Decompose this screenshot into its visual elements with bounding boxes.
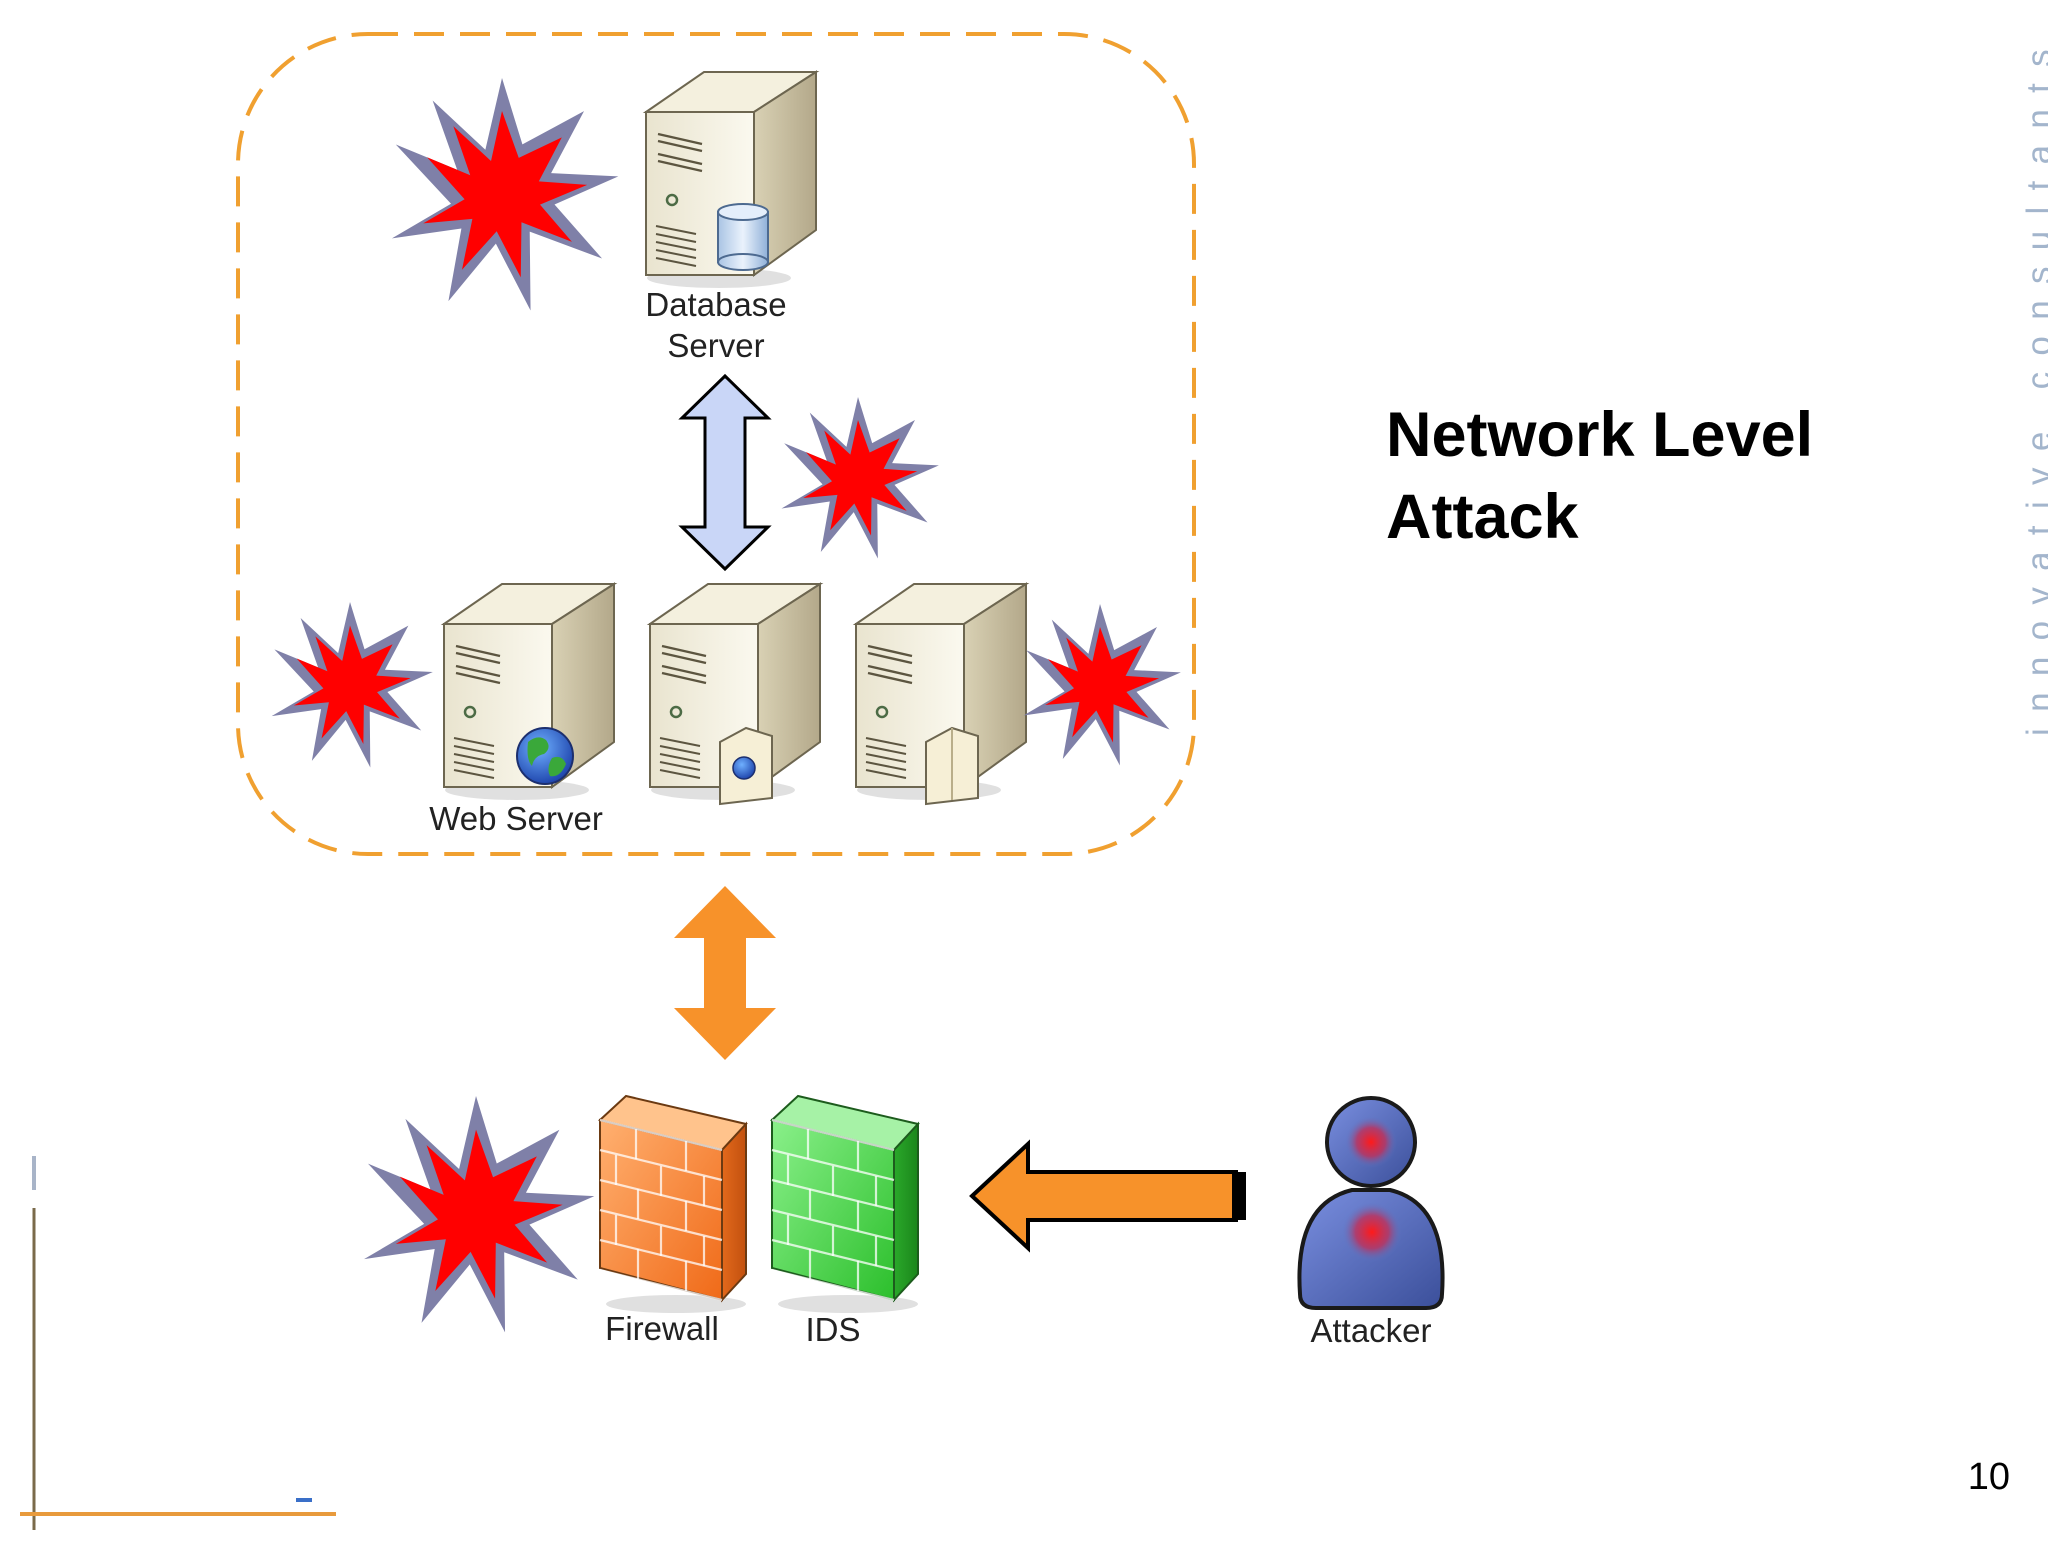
- document-icon: [719, 726, 773, 806]
- database-server-label-line2: Server: [667, 327, 764, 364]
- person-icon: [1297, 1096, 1445, 1310]
- document-icon: [925, 726, 979, 806]
- burst-icon: [271, 602, 433, 768]
- web-server-label: Web Server: [429, 800, 603, 837]
- firewall-label: Firewall: [605, 1310, 719, 1347]
- burst-icon: [1023, 604, 1181, 766]
- attacker-label: Attacker: [1310, 1312, 1431, 1349]
- file-server: [854, 582, 1028, 806]
- brick-wall-icon: [597, 1094, 748, 1313]
- attacker: [1297, 1096, 1445, 1310]
- bidirectional-arrow-orange: [674, 886, 776, 1060]
- vertical-tagline: innovative consultants: [2020, 33, 2048, 736]
- burst-icon: [391, 78, 619, 311]
- slide-title: Network Level Attack: [1386, 394, 1946, 558]
- database-icon: [717, 203, 769, 271]
- firewall: [597, 1094, 748, 1313]
- attack-arrow: [969, 1139, 1246, 1253]
- slide-corner-decoration: [20, 1156, 336, 1530]
- bidirectional-arrow-blue: [678, 373, 772, 572]
- burst-icon: [781, 397, 939, 559]
- app-server: [648, 582, 822, 806]
- slide-title-line1: Network Level: [1386, 400, 1814, 470]
- web-server: [442, 582, 616, 802]
- slide-title-line2: Attack: [1386, 482, 1579, 552]
- server-zone-boundary: [236, 32, 1196, 856]
- page-number: 10: [1967, 1456, 2010, 1498]
- burst-icon: [364, 1096, 595, 1333]
- ids: [769, 1094, 920, 1313]
- database-server-label-line1: Database: [645, 286, 786, 323]
- brick-wall-icon: [769, 1094, 920, 1313]
- globe-icon: [516, 727, 574, 785]
- database-server: [644, 70, 818, 290]
- ids-label: IDS: [805, 1311, 860, 1348]
